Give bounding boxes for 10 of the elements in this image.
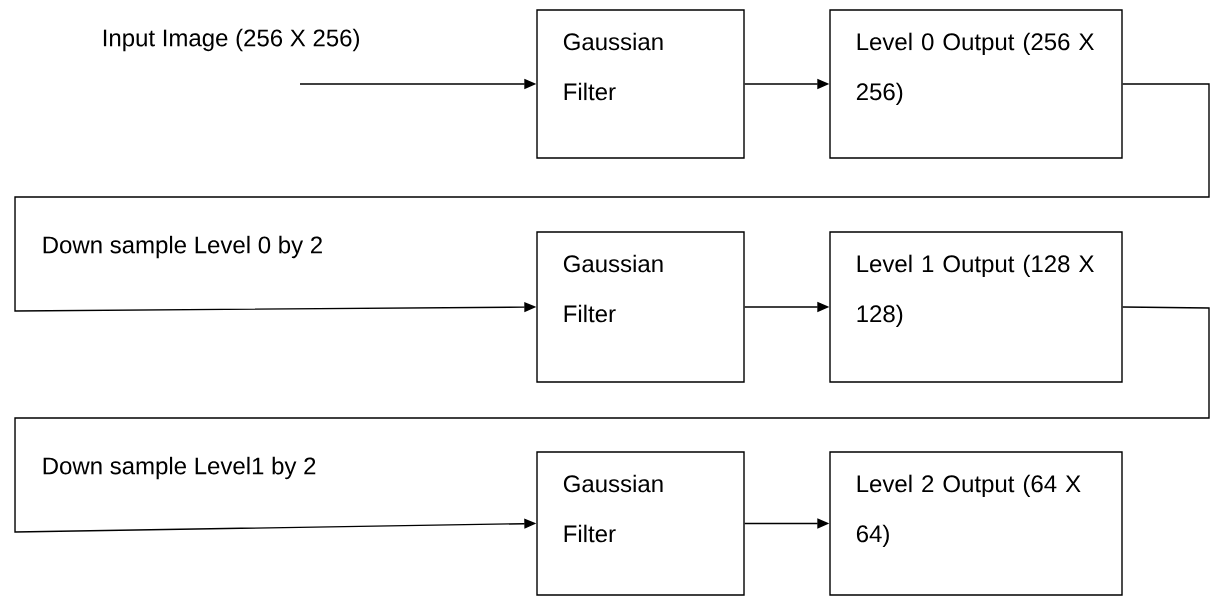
process-box: Level 0 Output (256 X 256) <box>829 9 1123 159</box>
process-box: Gaussian Filter <box>536 231 745 383</box>
edge-label: Down sample Level1 by 2 <box>40 455 318 481</box>
edge-label: Down sample Level 0 by 2 <box>40 234 325 260</box>
process-box: Level 1 Output (128 X 128) <box>829 231 1123 383</box>
process-box: Gaussian Filter <box>536 451 745 596</box>
arrow <box>14 306 1210 533</box>
process-box: Level 2 Output (64 X 64) <box>829 451 1123 596</box>
edge-label: Input Image (256 X 256) <box>100 27 362 53</box>
process-box: Gaussian Filter <box>536 9 745 159</box>
